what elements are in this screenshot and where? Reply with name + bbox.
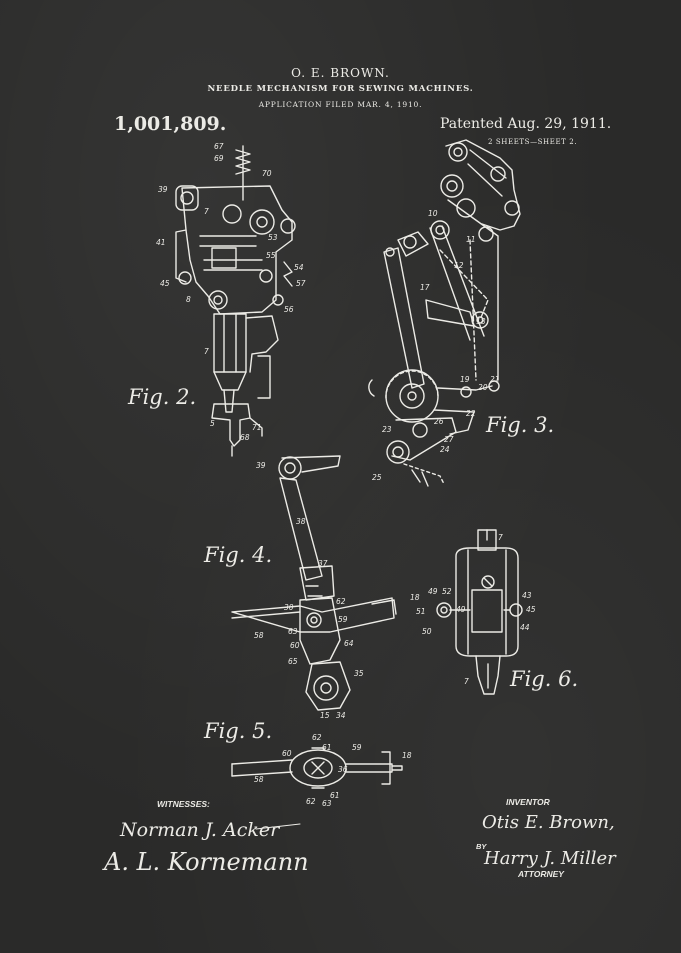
reference-numeral: 24 [440, 445, 450, 454]
by-label: BY [476, 842, 487, 851]
inventor-label: INVENTOR [506, 797, 550, 807]
sheet-count: 2 SHEETS—SHEET 2. [488, 138, 578, 146]
figure-4-refs: 39 38 37 30 62 59 18 58 63 60 64 65 35 1… [203, 461, 420, 720]
reference-numeral: 7 [464, 677, 469, 686]
reference-numeral: 37 [318, 559, 328, 568]
reference-numeral: 62 [312, 733, 322, 742]
reference-numeral: 70 [262, 169, 272, 178]
signatures: Norman J. Acker A. L. Kornemann Otis E. … [102, 812, 617, 876]
reference-numeral: 41 [156, 238, 166, 247]
reference-numeral: 7 [204, 347, 209, 356]
reference-numeral: 11 [466, 235, 476, 244]
reference-numeral: 18 [476, 317, 486, 326]
reference-numeral: 71 [252, 423, 262, 432]
reference-numeral: 10 [428, 209, 438, 218]
reference-numeral: 34 [336, 711, 346, 720]
reference-numeral: 45 [160, 279, 170, 288]
reference-numeral: 55 [266, 251, 276, 260]
reference-numeral: 38 [296, 517, 306, 526]
reference-numeral: 63 [322, 799, 332, 808]
figure-5-label: Fig. 5. [203, 719, 272, 743]
reference-numeral: 26 [434, 417, 444, 426]
attorney-label: ATTORNEY [518, 869, 564, 879]
figure-5-refs: 62 61 59 18 60 36 58 62 63 61 Fig. 5. [203, 719, 412, 808]
figure-3-label: Fig. 3. [485, 413, 554, 437]
reference-numeral: 65 [288, 657, 298, 666]
figure-4-label: Fig. 4. [203, 543, 272, 567]
reference-numeral: 12 [454, 261, 464, 270]
reference-numeral: 60 [290, 641, 300, 650]
reference-numeral: 21 [490, 375, 500, 384]
reference-numeral: 52 [442, 587, 452, 596]
figure-2-refs: 67 69 70 39 7 41 45 8 53 55 57 54 56 7 5… [127, 142, 306, 442]
inventor-name-header: O. E. BROWN. [291, 66, 390, 80]
reference-numeral: 53 [268, 233, 278, 242]
reference-numeral: 60 [282, 749, 292, 758]
witness-signature-2: A. L. Kornemann [102, 848, 309, 876]
reference-numeral: 5 [210, 419, 215, 428]
figure-6-drawing [436, 529, 523, 695]
reference-numeral: 39 [256, 461, 266, 470]
patent-number: 1,001,809. [114, 113, 227, 135]
figure-4-drawing [231, 455, 397, 711]
reference-numeral: 51 [416, 607, 426, 616]
patent-date: Patented Aug. 29, 1911. [440, 116, 612, 132]
figure-5-drawing [231, 747, 403, 789]
reference-numeral: 22 [466, 409, 476, 418]
reference-numeral: 62 [306, 797, 316, 806]
figure-2-label: Fig. 2. [127, 385, 196, 409]
attorney-signature: Harry J. Miller [483, 848, 617, 869]
reference-numeral: 54 [294, 263, 304, 272]
reference-numeral: 7 [498, 533, 503, 542]
reference-numeral: 8 [186, 295, 191, 304]
reference-numeral: 59 [338, 615, 348, 624]
reference-numeral: 27 [444, 435, 454, 444]
reference-numeral: 56 [284, 305, 294, 314]
reference-numeral: 43 [522, 591, 532, 600]
reference-numeral: 18 [410, 593, 420, 602]
reference-numeral: 69 [214, 154, 224, 163]
reference-numeral: 35 [354, 669, 364, 678]
reference-numeral: 61 [322, 743, 332, 752]
reference-numeral: 45 [526, 605, 536, 614]
figure-6-refs: 7 49 52 43 45 51 50 49 44 7 Fig. 6. [416, 533, 578, 691]
reference-numeral: 30 [284, 603, 294, 612]
figure-3-refs: 10 11 12 17 18 19 20 21 22 23 24 25 26 2… [372, 209, 554, 482]
witnesses-label: WITNESSES: [157, 799, 210, 809]
reference-numeral: 49 [456, 605, 466, 614]
reference-numeral: 25 [372, 473, 382, 482]
reference-numeral: 23 [382, 425, 392, 434]
reference-numeral: 19 [460, 375, 470, 384]
reference-numeral: 39 [158, 185, 168, 194]
application-filed-date: APPLICATION FILED MAR. 4, 1910. [258, 100, 423, 109]
reference-numeral: 15 [320, 711, 330, 720]
reference-numeral: 44 [520, 623, 530, 632]
reference-numeral: 68 [240, 433, 250, 442]
reference-numeral: 62 [336, 597, 346, 606]
reference-numeral: 63 [288, 627, 298, 636]
reference-numeral: 17 [420, 283, 430, 292]
figure-6-label: Fig. 6. [509, 667, 578, 691]
reference-numeral: 36 [338, 765, 348, 774]
reference-numeral: 58 [254, 631, 264, 640]
reference-numeral: 59 [352, 743, 362, 752]
patent-title: NEEDLE MECHANISM FOR SEWING MACHINES. [207, 84, 474, 94]
witness-signature-1: Norman J. Acker [119, 819, 281, 841]
reference-numeral: 61 [330, 791, 340, 800]
reference-numeral: 64 [344, 639, 354, 648]
inventor-signature: Otis E. Brown, [482, 812, 615, 833]
figure-3-drawing [368, 139, 521, 487]
reference-numeral: 7 [204, 207, 209, 216]
figure-2-drawing [175, 145, 296, 457]
reference-numeral: 49 [428, 587, 438, 596]
reference-numeral: 67 [214, 142, 224, 151]
reference-numeral: 57 [296, 279, 306, 288]
reference-numeral: 18 [402, 751, 412, 760]
reference-numeral: 20 [478, 383, 488, 392]
reference-numeral: 58 [254, 775, 264, 784]
reference-numeral: 50 [422, 627, 432, 636]
